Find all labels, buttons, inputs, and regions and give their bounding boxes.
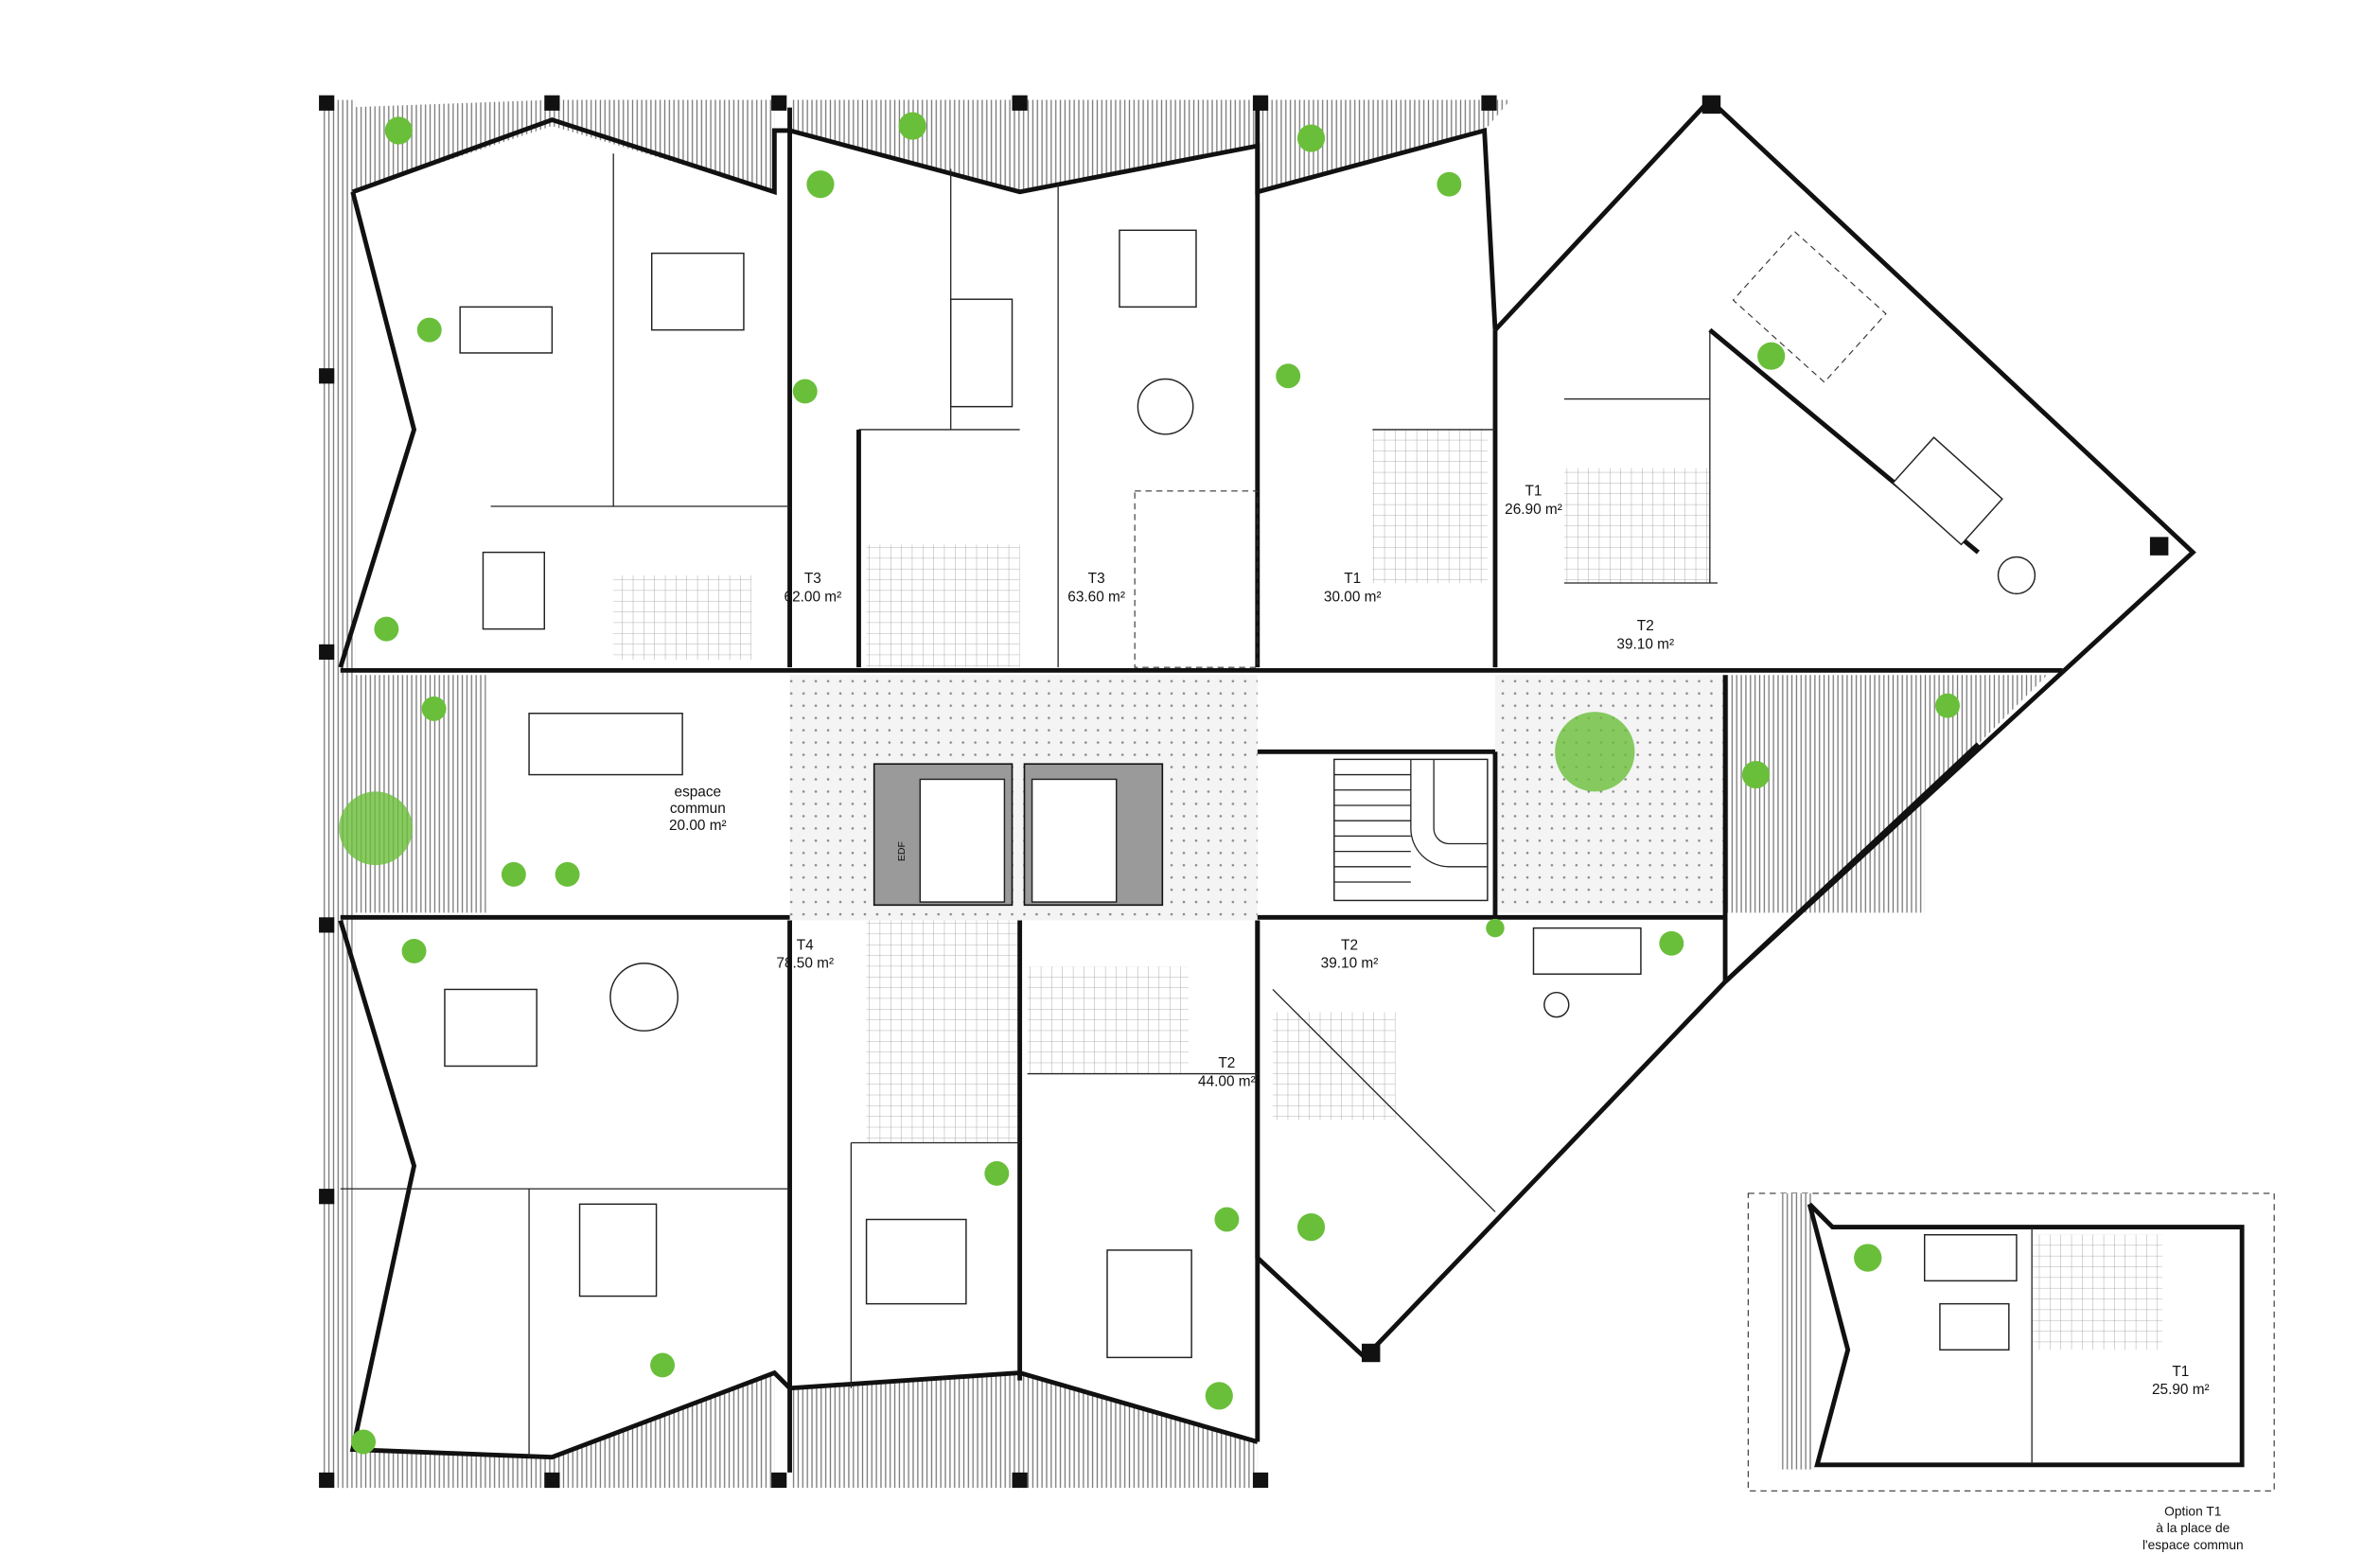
partitions	[340, 153, 1887, 1457]
vertical-core: EDF	[873, 758, 1489, 907]
staircase	[1333, 758, 1489, 902]
patio	[1494, 675, 1726, 913]
plants	[339, 112, 1960, 1455]
columns	[319, 95, 2169, 1489]
bathrooms	[613, 429, 1710, 1143]
terraces	[322, 99, 2048, 1489]
plant-icon	[1555, 712, 1635, 792]
plant-icon	[339, 791, 413, 866]
furniture	[444, 229, 2036, 1359]
edf-label: EDF	[896, 841, 908, 861]
